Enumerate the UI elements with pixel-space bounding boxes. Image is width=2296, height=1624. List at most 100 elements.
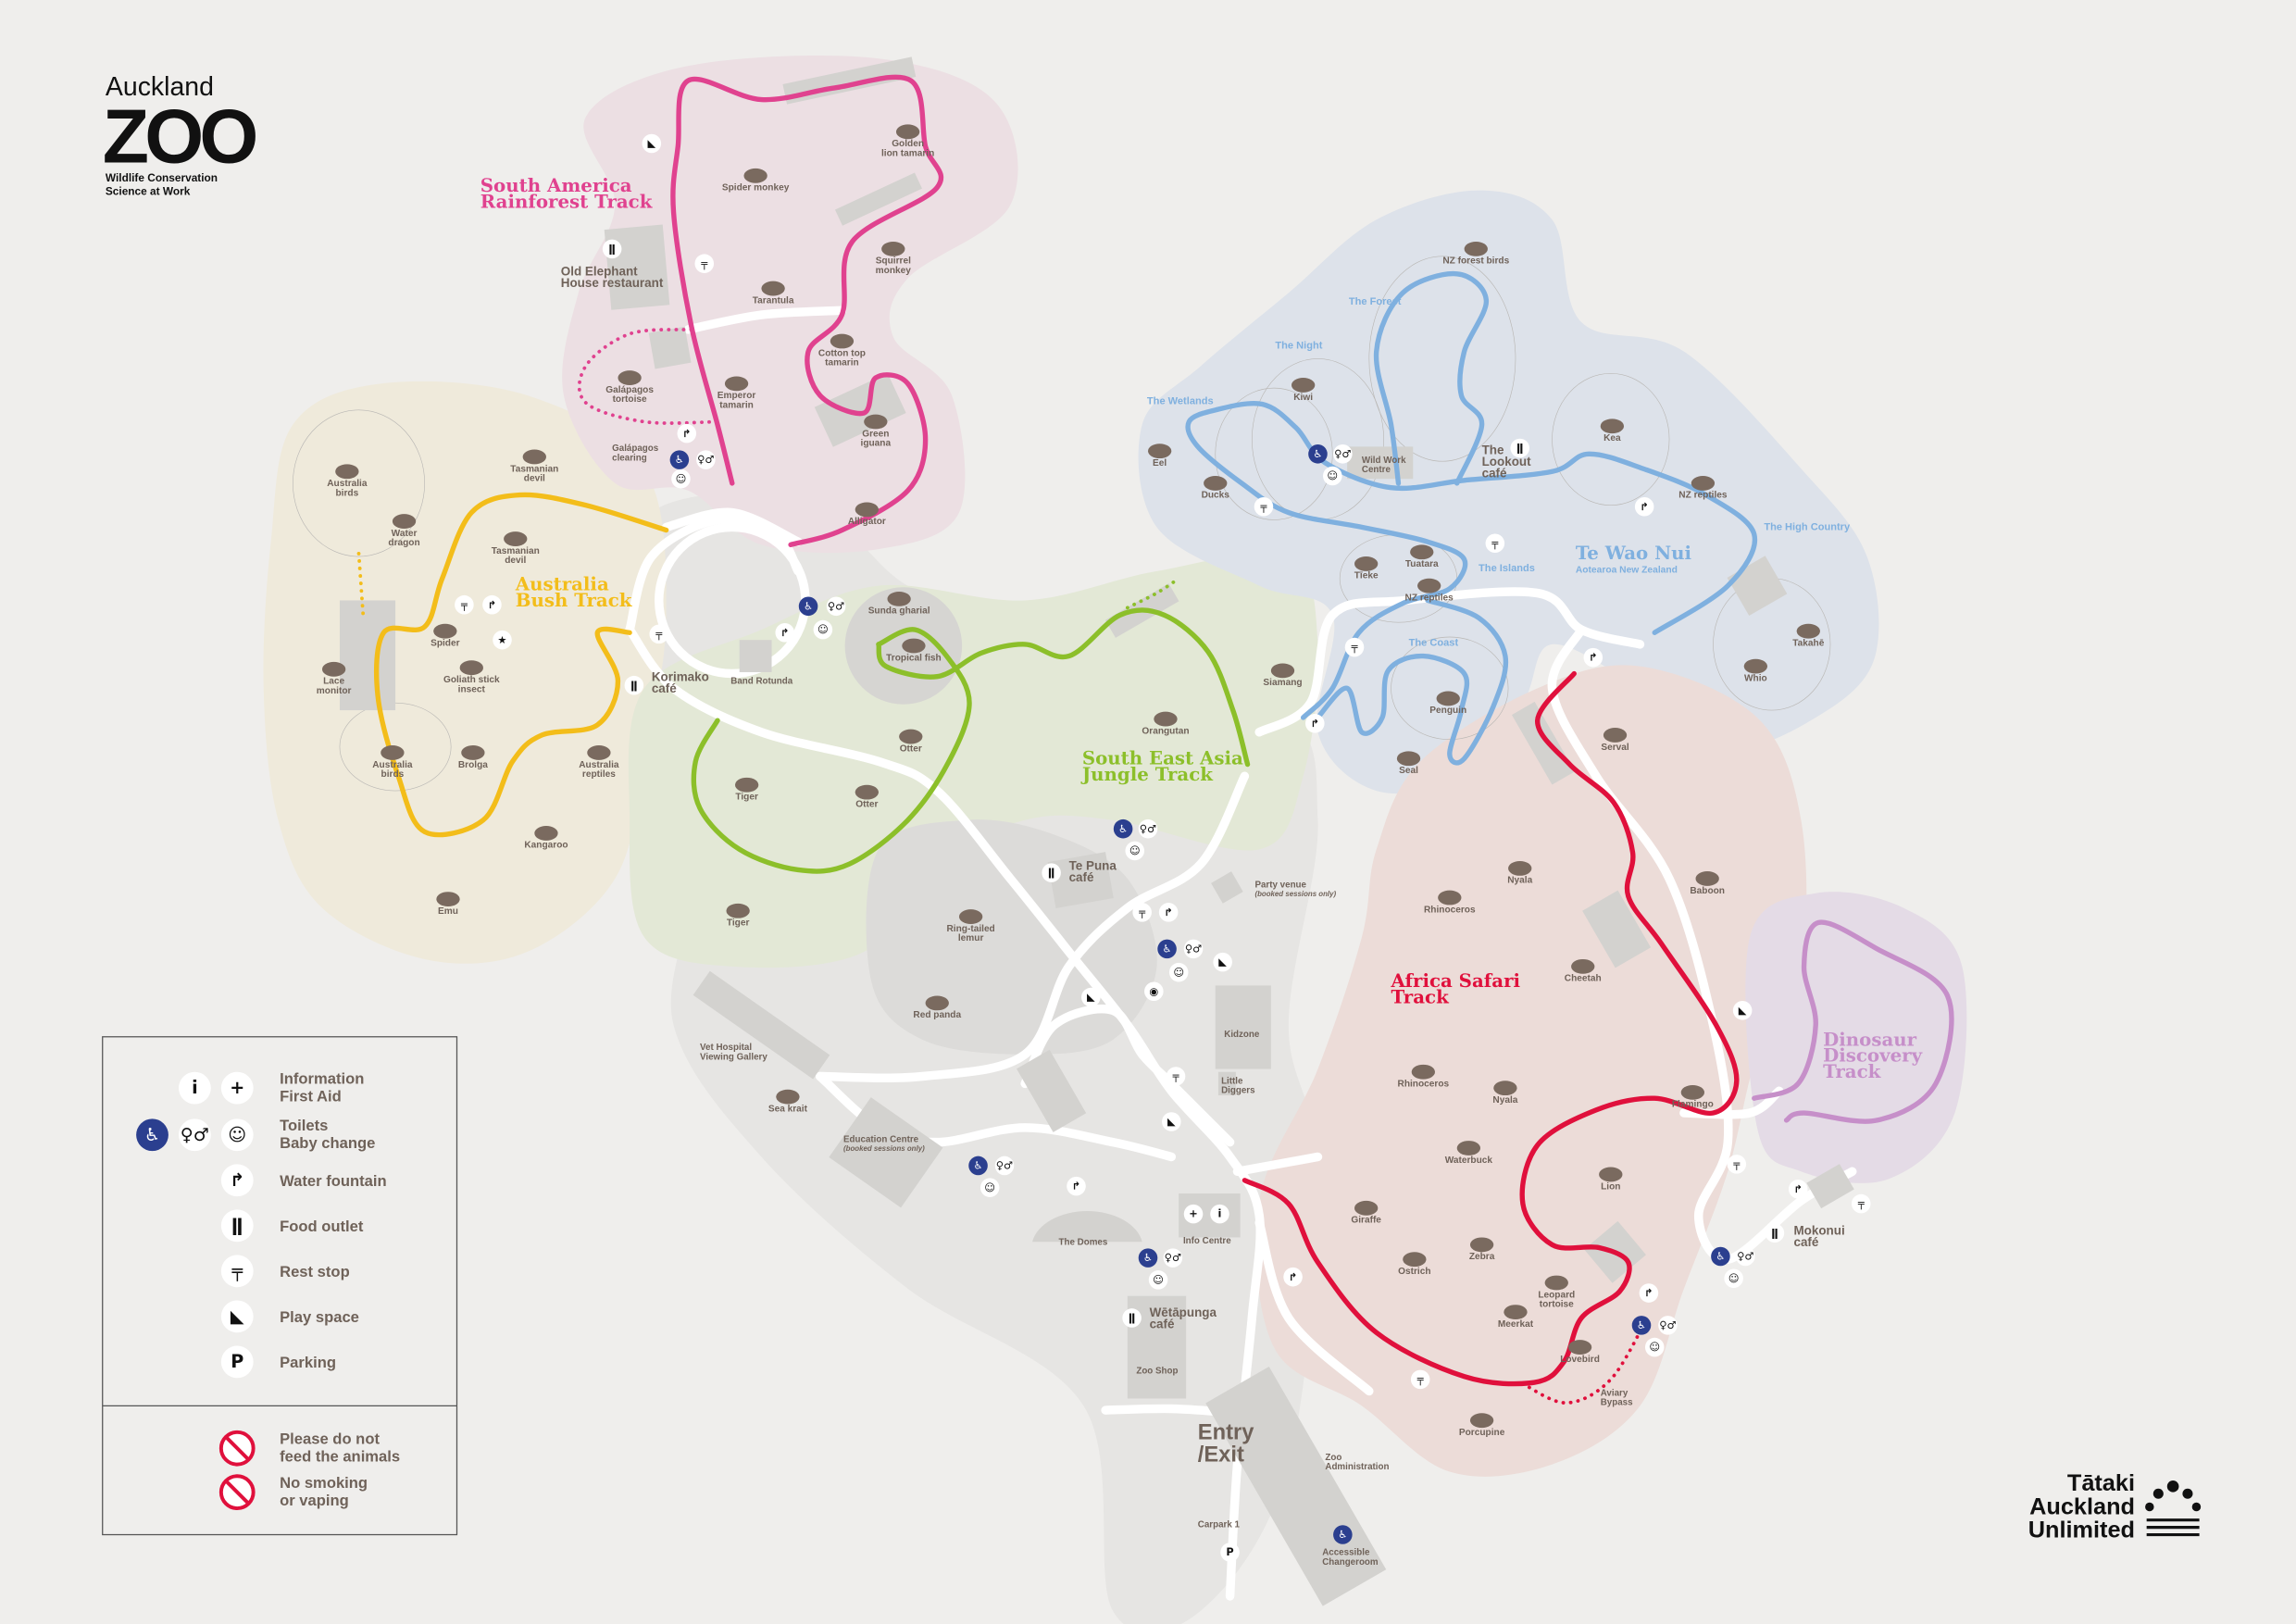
rest-stop-icon[interactable]: ╤ (1344, 637, 1365, 657)
feeding-room-icon[interactable]: ◉ (1144, 981, 1164, 1002)
water-fountain-icon[interactable]: ↱ (482, 594, 502, 615)
animal-exhibit[interactable]: Ducks (1202, 476, 1230, 501)
baby-change-icon[interactable]: ☺ (1323, 466, 1342, 486)
first-aid-icon[interactable]: + (220, 1071, 254, 1105)
place-label[interactable]: The Domes (1059, 1237, 1108, 1247)
rest-stop-icon[interactable]: ╤ (1166, 1067, 1186, 1086)
accessible-icon[interactable]: ♿ (1113, 818, 1133, 839)
rest-stop-icon[interactable]: ╤ (1727, 1155, 1747, 1174)
baby-change-icon[interactable]: ☺ (1724, 1268, 1743, 1289)
play-space-icon[interactable]: ◣ (642, 133, 662, 154)
water-fountain-icon[interactable]: ↱ (1305, 714, 1325, 733)
water-fountain-icon[interactable]: ↱ (1639, 1283, 1659, 1303)
animal-exhibit[interactable]: Zebra (1469, 1237, 1495, 1262)
animal-exhibit[interactable]: Sea krait (768, 1089, 808, 1115)
animal-exhibit[interactable]: Spider monkey (722, 168, 790, 194)
food-outlet-icon[interactable]: ǁ (1510, 438, 1530, 458)
animal-exhibit[interactable]: Penguin (1429, 691, 1466, 717)
toilets-icon[interactable]: ♀♂ (1736, 1246, 1755, 1267)
water-fountain-icon[interactable]: ↱ (1158, 903, 1179, 922)
toilets-icon[interactable]: ♀♂ (1138, 818, 1158, 839)
animal-exhibit[interactable]: Tropical fish (886, 638, 942, 664)
rest-stop-icon[interactable]: ╤ (694, 254, 715, 273)
accessible-icon[interactable]: ♿ (1711, 1246, 1730, 1267)
toilets-icon[interactable]: ♀♂ (1183, 939, 1204, 959)
animal-exhibit[interactable]: Emu (436, 892, 460, 917)
toilets-icon[interactable]: ♀♂ (696, 450, 716, 469)
baby-change-icon[interactable]: ☺ (1168, 962, 1189, 982)
place-label[interactable]: Info Centre (1183, 1236, 1231, 1246)
food-outlet-icon[interactable]: ǁ (624, 675, 644, 695)
food-outlet-icon[interactable]: ǁ (1122, 1308, 1142, 1328)
parking-icon[interactable]: P (1220, 1543, 1240, 1562)
place-label[interactable]: Kidzone (1224, 1030, 1260, 1040)
toilets-icon[interactable]: ♀♂ (826, 596, 846, 617)
water-fountain-icon[interactable]: ↱ (1634, 496, 1654, 517)
animal-exhibit[interactable]: Tiger (734, 777, 759, 803)
rest-stop-icon[interactable]: ╤ (455, 594, 474, 615)
animal-exhibit[interactable]: Eel (1148, 443, 1172, 468)
rest-stop-icon[interactable]: ╤ (1132, 903, 1152, 922)
animal-exhibit[interactable]: Otter (899, 729, 923, 755)
water-fountain-icon[interactable]: ↱ (1583, 647, 1603, 668)
first-aid-icon[interactable]: + (1183, 1204, 1204, 1224)
animal-exhibit[interactable]: Ostrich (1398, 1252, 1431, 1277)
baby-change-icon[interactable]: ☺ (1644, 1337, 1665, 1357)
rest-stop-icon[interactable]: ╤ (1851, 1193, 1871, 1214)
play-space-icon[interactable]: ◣ (1732, 1001, 1753, 1020)
animal-exhibit[interactable]: Rhinoceros (1424, 890, 1476, 916)
animal-exhibit[interactable]: Tuatara (1405, 544, 1439, 569)
play-space-icon[interactable]: ◣ (1162, 1112, 1181, 1131)
place-label[interactable]: Entry/Exit (1198, 1421, 1254, 1468)
accessible-icon[interactable]: ♿ (136, 1118, 168, 1152)
animal-exhibit[interactable]: NZ reptiles (1678, 476, 1728, 501)
accessible-icon[interactable]: ♿ (1308, 444, 1328, 464)
accessible-icon[interactable]: ♿ (669, 450, 690, 469)
water-fountain-icon[interactable]: ↱ (775, 622, 795, 643)
animal-exhibit[interactable]: Siamang (1263, 663, 1303, 688)
animal-exhibit[interactable]: Serval (1601, 728, 1629, 753)
place-label[interactable]: Zoo Shop (1136, 1367, 1178, 1377)
animal-exhibit[interactable]: Tīeke (1354, 556, 1379, 581)
animal-exhibit[interactable]: Baboon (1690, 871, 1725, 896)
animal-exhibit[interactable]: Cheetah (1565, 958, 1602, 984)
animal-exhibit[interactable]: NZ reptiles (1405, 578, 1454, 604)
accessible-icon[interactable]: ♿ (1157, 939, 1177, 959)
food-outlet-icon[interactable]: ǁ (220, 1209, 254, 1243)
baby-change-icon[interactable]: ☺ (1125, 841, 1145, 861)
animal-exhibit[interactable]: Lion (1599, 1167, 1623, 1193)
animal-exhibit[interactable]: Lovebird (1560, 1340, 1600, 1365)
accessible-icon[interactable]: ♿ (798, 596, 818, 617)
animal-exhibit[interactable]: Flamingo (1672, 1084, 1714, 1110)
parking-icon[interactable]: P (220, 1345, 254, 1379)
animal-exhibit[interactable]: Sunda gharial (868, 591, 930, 617)
animal-exhibit[interactable]: Waterbuck (1445, 1141, 1493, 1166)
animal-exhibit[interactable]: Meerkat (1498, 1305, 1534, 1330)
water-fountain-icon[interactable]: ↱ (1788, 1179, 1808, 1199)
animal-exhibit[interactable]: Kiwi (1291, 378, 1316, 403)
animal-exhibit[interactable]: Tiger (726, 903, 750, 929)
animal-exhibit[interactable]: Orangutan (1142, 711, 1190, 737)
water-fountain-icon[interactable]: ↱ (677, 423, 697, 443)
animal-exhibit[interactable]: Kangaroo (524, 826, 568, 851)
animal-exhibit[interactable]: Kea (1600, 418, 1625, 443)
animal-exhibit[interactable]: Alligator (848, 502, 886, 527)
info-icon[interactable]: i (1210, 1204, 1229, 1224)
